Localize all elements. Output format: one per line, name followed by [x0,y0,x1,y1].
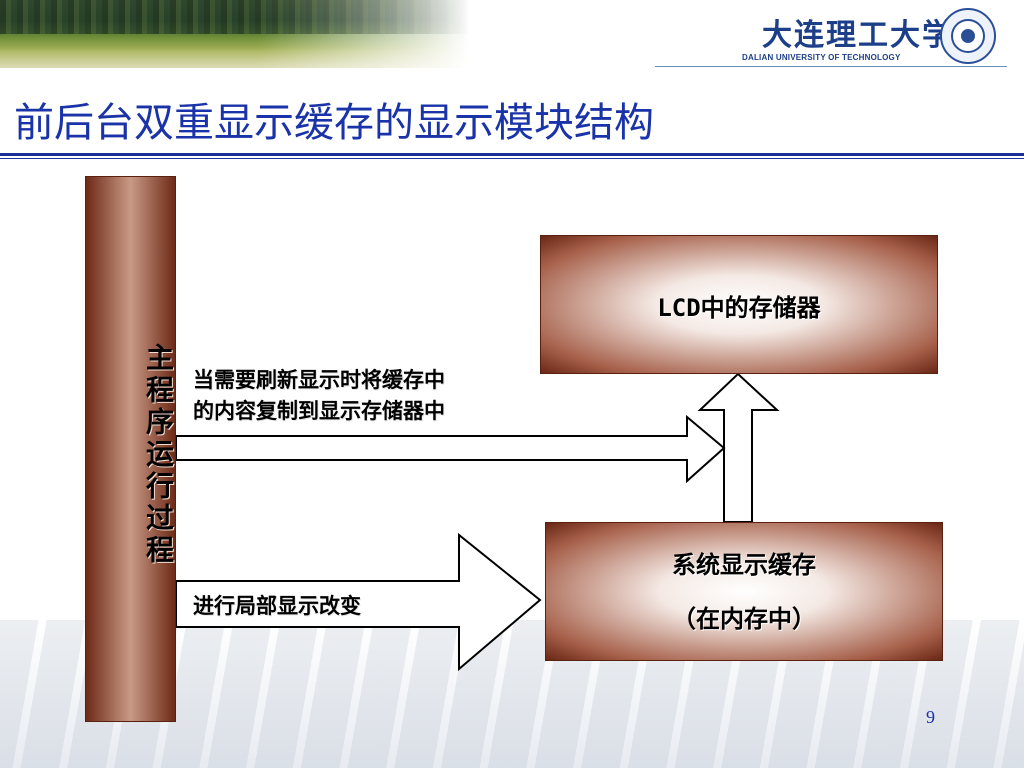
page-number: 9 [926,707,935,727]
slide-title: 前后台双重显示缓存的显示模块结构 [14,100,654,146]
lcd-label-latin: LCD [657,294,701,322]
copy-arrow [175,414,726,484]
copy-arrow-caption-line1: 当需要刷新显示时将缓存中 [193,367,445,392]
university-seal-icon [940,8,996,64]
header-divider [655,66,1007,67]
copy-arrow-caption-line2: 的内容复制到显示存储器中 [193,398,445,423]
title-rule-thin [0,158,1024,159]
main-process-label: 主程序运行过程 [142,343,175,567]
main-process-bar: 主程序运行过程 [85,176,176,722]
up-arrow [697,372,780,523]
change-arrow [175,532,542,672]
display-buffer-label: 系统显示缓存 [672,550,816,579]
display-buffer-location: （在内存中） [672,604,816,633]
title-rule [0,153,1024,156]
display-buffer-box: 系统显示缓存 （在内存中） [545,522,943,661]
header-photo-trees [0,0,470,34]
copy-arrow-caption: 当需要刷新显示时将缓存中 的内容复制到显示存储器中 [193,364,445,426]
university-logo-subtitle: DALIAN UNIVERSITY OF TECHNOLOGY [742,53,901,62]
lcd-memory-box: LCD中的存储器 [540,235,938,374]
lcd-label-rest: 中的存储器 [700,293,821,322]
lcd-memory-label: LCD中的存储器 [541,288,937,323]
university-logo-text: 大连理工大学 [762,18,954,53]
change-arrow-caption: 进行局部显示改变 [193,593,361,618]
